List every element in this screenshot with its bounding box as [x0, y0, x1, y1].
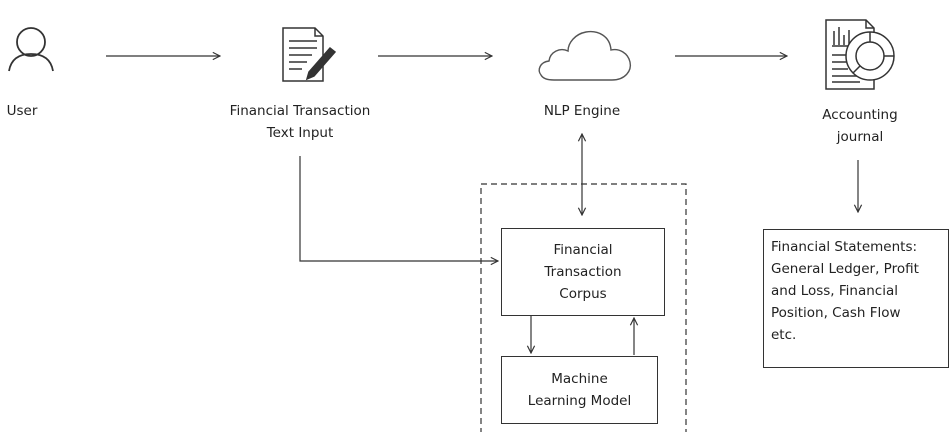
user-label: User [6, 103, 38, 119]
accounting-journal-label-line-1: Accounting [822, 107, 898, 123]
arrow-input-to-corpus [299, 156, 498, 261]
corpus-line-1: Financial [553, 242, 613, 258]
ml-model-line-2: Learning Model [527, 393, 632, 409]
ml-model-line-1: Machine [551, 371, 608, 387]
accounting-journal-label-line-2: journal [836, 129, 884, 145]
accounting-journal-label: Accounting journal [795, 104, 925, 148]
statements-line-1: Financial Statements: [771, 239, 918, 255]
ml-model-box: Machine Learning Model [501, 356, 658, 424]
corpus-line-2: Transaction [544, 264, 622, 280]
statements-line-4: Position, Cash Flow [771, 305, 901, 321]
financial-statements-box: Financial Statements: General Ledger, Pr… [763, 229, 949, 368]
text-input-label-line-2: Text Input [266, 125, 334, 141]
corpus-line-3: Corpus [559, 286, 607, 302]
corpus-box: Financial Transaction Corpus [501, 228, 665, 316]
user-icon [8, 27, 54, 72]
text-input-label: Financial Transaction Text Input [205, 100, 395, 144]
statements-line-2: General Ledger, Profit [771, 261, 919, 277]
report-chart-icon [825, 19, 895, 90]
text-input-label-line-1: Financial Transaction [229, 103, 371, 119]
cloud-icon [538, 30, 632, 81]
document-pen-icon [282, 27, 337, 82]
nlp-engine-label: NLP Engine [543, 103, 621, 119]
statements-line-3: and Loss, Financial [771, 283, 898, 299]
statements-line-5: etc. [771, 327, 797, 343]
